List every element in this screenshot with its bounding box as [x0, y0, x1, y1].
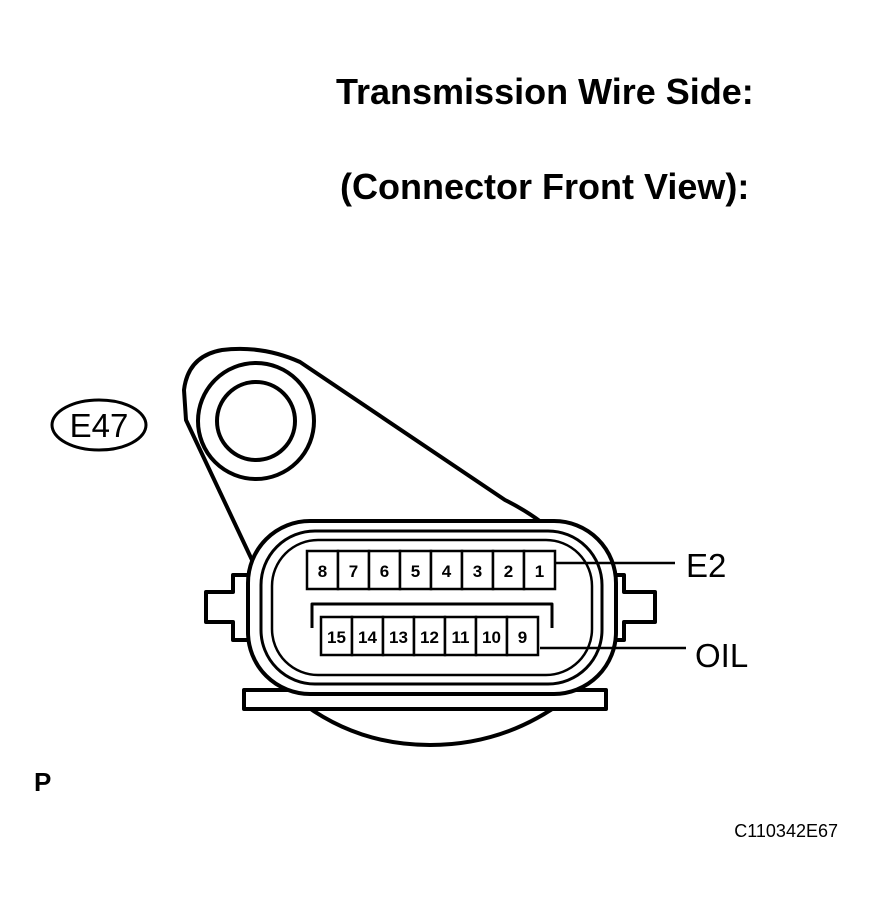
pin-label-9: 9 [518, 628, 527, 647]
pin-cell-3 [460, 549, 495, 591]
connector-id-badge: E47 [50, 398, 148, 452]
pin-label-1: 1 [535, 562, 544, 581]
pin-cell-12 [412, 615, 447, 657]
figure-code: C110342E67 [734, 821, 838, 841]
pin-label-4: 4 [442, 562, 452, 581]
header-subtitle: (Connector Front View): [340, 166, 749, 207]
top-pin-row: 8 7 6 5 4 3 2 1 [305, 549, 557, 591]
pin-label-15: 15 [327, 628, 346, 647]
pin-label-5: 5 [411, 562, 420, 581]
pin-label-12: 12 [420, 628, 439, 647]
callout-oil-label: OIL [695, 637, 748, 674]
pin-label-3: 3 [473, 562, 482, 581]
pin-label-2: 2 [504, 562, 513, 581]
key-slot [310, 602, 554, 628]
callout-e2-label: E2 [686, 547, 726, 584]
bottom-pin-row: 15 14 13 12 11 10 9 [319, 615, 540, 657]
pin-label-7: 7 [349, 562, 358, 581]
pin-cell-13 [381, 615, 416, 657]
pin-cell-9 [505, 615, 540, 657]
pin-cell-10 [474, 615, 509, 657]
pin-cell-14 [350, 615, 385, 657]
pin-label-14: 14 [358, 628, 377, 647]
header-title: Transmission Wire Side: [336, 71, 754, 112]
pin-label-8: 8 [318, 562, 327, 581]
pin-label-6: 6 [380, 562, 389, 581]
pin-cell-5 [398, 549, 433, 591]
pin-cell-15 [319, 615, 354, 657]
pin-label-10: 10 [482, 628, 501, 647]
pin-label-11: 11 [452, 628, 470, 647]
pin-cell-4 [429, 549, 464, 591]
corner-mark: P [34, 767, 51, 797]
connector-id: E47 [70, 407, 129, 444]
pin-cell-2 [491, 549, 526, 591]
pin-cell-1 [522, 549, 557, 591]
pin-label-13: 13 [389, 628, 408, 647]
connector-housing [246, 519, 618, 696]
